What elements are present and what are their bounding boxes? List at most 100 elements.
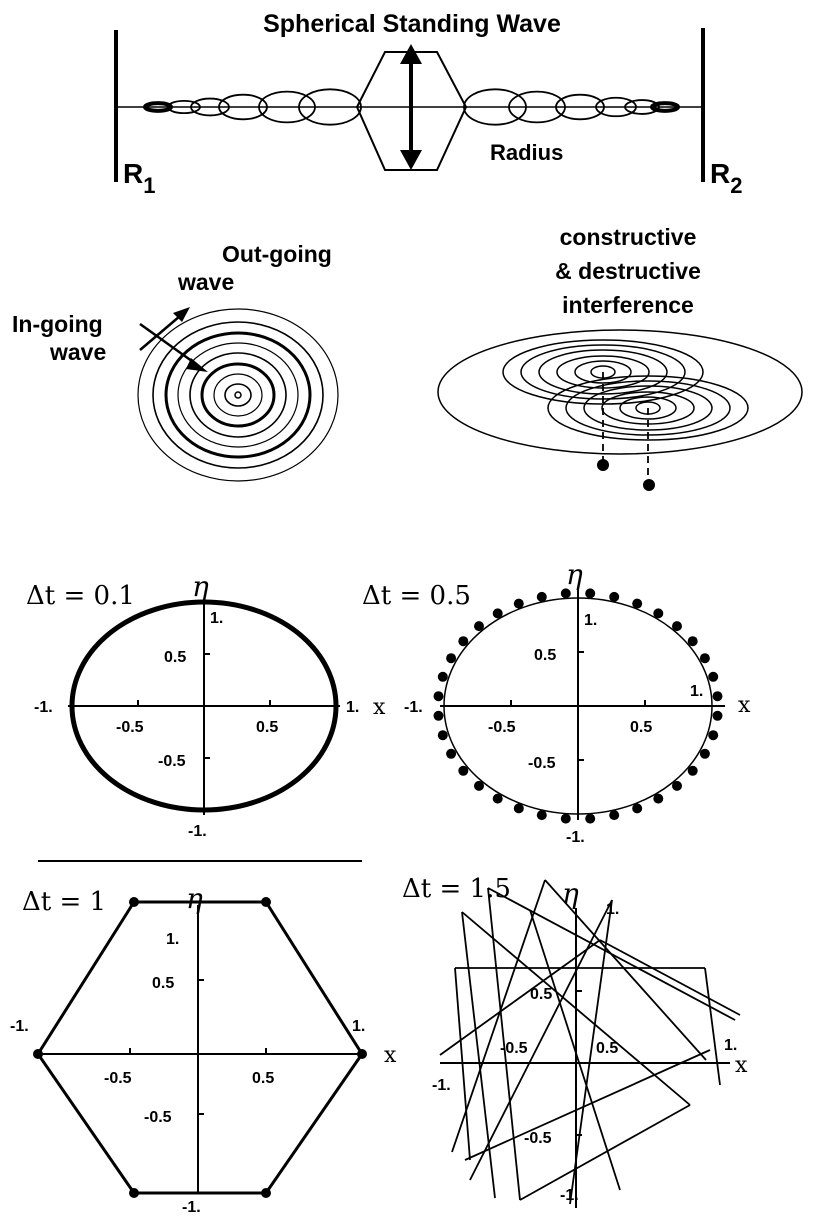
outgoing-arrow [139, 315, 181, 351]
plot-dt05-point [699, 653, 710, 664]
plot-dt-1-5: Δt = 1.5 η 1. 0.5 -0.5 -1. -1. 1. -0.5 0… [402, 874, 748, 1208]
plot-dt05-point [536, 810, 547, 821]
plot-dt15-label-xneghalf: -0.5 [500, 1040, 528, 1057]
interference-ring-b [619, 396, 677, 420]
plot-dt1-label-y1: 1. [166, 931, 179, 948]
ingoing-arrow-head [186, 358, 208, 372]
plot-dt05-point [632, 598, 643, 609]
r1-main: R [123, 158, 143, 189]
plot-dt05-point [653, 793, 664, 804]
plot-dt05-point [433, 710, 444, 721]
interference-line3: interference [562, 292, 694, 318]
plot-dt1-label-xhalf: 0.5 [252, 1070, 274, 1087]
wave-lobe [595, 96, 637, 118]
plot-dt05-point [712, 710, 723, 721]
plot-dt05-point [433, 691, 444, 702]
plot-dt05-title: Δt = 0.5 [362, 581, 471, 611]
plot-dt01-eta: η [192, 570, 209, 603]
plot-dt1-label-xneg1: -1. [10, 1018, 29, 1035]
plot-dt15-segment [451, 879, 546, 1153]
plot-dt05-point [474, 621, 484, 632]
plot-dt05-label-yneghalf: -0.5 [528, 755, 556, 772]
outgoing-label-line2: wave [177, 269, 234, 295]
wave-lobe [167, 99, 201, 115]
plot-dt01-label-xneg1: -1. [34, 699, 53, 716]
wave-lobe [258, 90, 316, 124]
plot-dt1-hexagon [36, 900, 364, 1195]
plot-dt1-label-yneghalf: -0.5 [144, 1109, 172, 1126]
ingoing-label-line1: In-going [12, 311, 103, 337]
plot-dt05-point [446, 653, 457, 664]
concentric-rings [137, 308, 339, 482]
arrow-head-down [400, 150, 422, 170]
source-point-right [643, 479, 655, 491]
wave-lobe [508, 90, 566, 124]
plot-dt15-label-y1: 1. [606, 901, 619, 918]
r2-main: R [710, 158, 730, 189]
plot-dt15-segment [487, 887, 521, 1201]
central-lobe [355, 51, 468, 171]
plot-dt05-point [632, 803, 643, 814]
plot-dt05-point [699, 748, 710, 759]
wave-lobe [624, 99, 660, 115]
plot-dt15-segment [454, 967, 471, 1161]
standing-wave-title: Spherical Standing Wave [263, 10, 561, 38]
plot-dt15-segments [439, 879, 741, 1205]
plot-dt05-point [687, 636, 698, 647]
plot-dt15-segment [599, 939, 741, 1016]
interference-ring-a [574, 360, 632, 384]
plot-dt05-eta: η [566, 558, 583, 591]
plot-dt05-point [708, 730, 719, 741]
plot-dt05-point [560, 813, 571, 824]
r1-label: R1 [123, 158, 155, 198]
interference-ring-b [583, 385, 713, 431]
plot-dt15-label-xneg1: -1. [432, 1077, 451, 1094]
plot-dt01-label-y1: 1. [210, 610, 223, 627]
wave-ring [224, 383, 252, 407]
plot-dt05-point [536, 591, 547, 602]
plot-dt05-point [474, 780, 484, 791]
standing-wave-panel: Spherical Standing Wave Radius R1 R2 [114, 10, 742, 198]
plot-dt15-segment [487, 887, 736, 1021]
plot-dt1-label-yhalf: 0.5 [152, 975, 174, 992]
plot-dt05-point [609, 810, 620, 821]
plot-dt15-segment [464, 1049, 711, 1161]
plot-dt-1: Δt = 1 η 1. 0.5 -0.5 -1. -1. 1. -0.5 0.5… [10, 860, 397, 1216]
wave-ring [213, 373, 263, 417]
plot-dt05-label-yneg1: -1. [566, 829, 585, 846]
plot-dt15-x-label: x [735, 1053, 748, 1078]
plot-dt01-label-x1: 1. [346, 699, 359, 716]
wave-ring [137, 308, 339, 482]
radius-label: Radius [490, 140, 563, 165]
plot-dt1-eta: η [186, 882, 203, 915]
plot-dt05-point [585, 813, 596, 824]
plot-dt01-label-yneghalf: -0.5 [158, 753, 186, 770]
wave-lobe [143, 101, 173, 113]
interference-ring-a [538, 349, 668, 395]
source-point-left [597, 459, 609, 471]
interference-rings [502, 339, 749, 441]
plot-dt05-point [446, 748, 457, 759]
plot-dt15-label-yhalf: 0.5 [530, 986, 552, 1003]
plot-dt05-point [712, 691, 723, 702]
wave-ring [152, 321, 324, 469]
plot-dt1-x-label: x [384, 1043, 397, 1068]
wave-ring [177, 342, 299, 448]
plot-dt15-segment [704, 967, 721, 1086]
wave-center [234, 391, 242, 399]
plot-dt05-label-yhalf: 0.5 [534, 647, 556, 664]
plot-dt01-x-label: x [373, 695, 386, 720]
wave-rings-panel: Out-going wave In-going wave [12, 241, 339, 482]
plot-dt15-segment [461, 911, 691, 1106]
wave-lobe [190, 97, 230, 117]
ingoing-label-line2: wave [49, 339, 106, 365]
wave-ring [189, 352, 287, 438]
plot-dt05-label-x1: 1. [690, 683, 703, 700]
plot-dt1-label-yneg1: -1. [182, 1199, 201, 1216]
plot-dt15-title: Δt = 1.5 [402, 874, 511, 904]
plot-dt05-point [458, 636, 469, 647]
plot-dt05-label-y1: 1. [584, 612, 597, 629]
plot-dt05-point [437, 671, 448, 682]
interference-panel: constructive & destructive interference [437, 224, 803, 491]
plot-dt01-label-yneg1: -1. [188, 823, 207, 840]
